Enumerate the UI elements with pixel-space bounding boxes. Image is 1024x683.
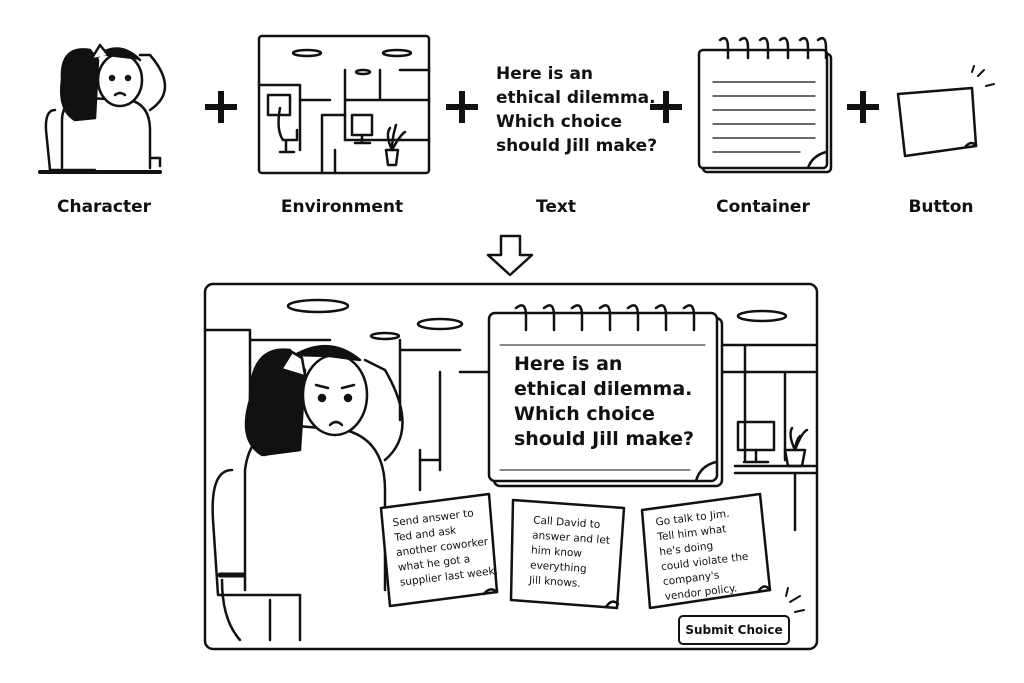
submit-choice-button[interactable]: Submit Choice [678,615,790,645]
choice-2[interactable]: Call David to answer and let him know ev… [528,514,611,590]
notepad-container-icon [697,37,833,174]
scene-question: Here is an ethical dilemma. Which choice… [514,353,695,450]
environment-label: Environment [280,197,404,217]
office-environment-icon [257,34,431,175]
sticky-note-button-icon [896,65,995,158]
character-label: Character [56,197,152,217]
scene-question-notepad [487,304,724,488]
plus-signs [205,91,879,123]
scene-character [211,344,404,642]
button-label: Button [908,197,974,217]
character-icon [38,43,167,174]
text-label: Text [536,197,576,217]
choice-3[interactable]: Go talk to Jim. Tell him what he's doing… [654,507,750,604]
choice-note-frames [379,492,805,613]
container-label: Container [716,197,810,217]
text-sample: Here is an ethical dilemma. Which choice… [496,64,658,156]
down-arrow-icon [486,234,534,277]
choice-1[interactable]: Send answer to Ted and ask another cowor… [391,507,499,589]
